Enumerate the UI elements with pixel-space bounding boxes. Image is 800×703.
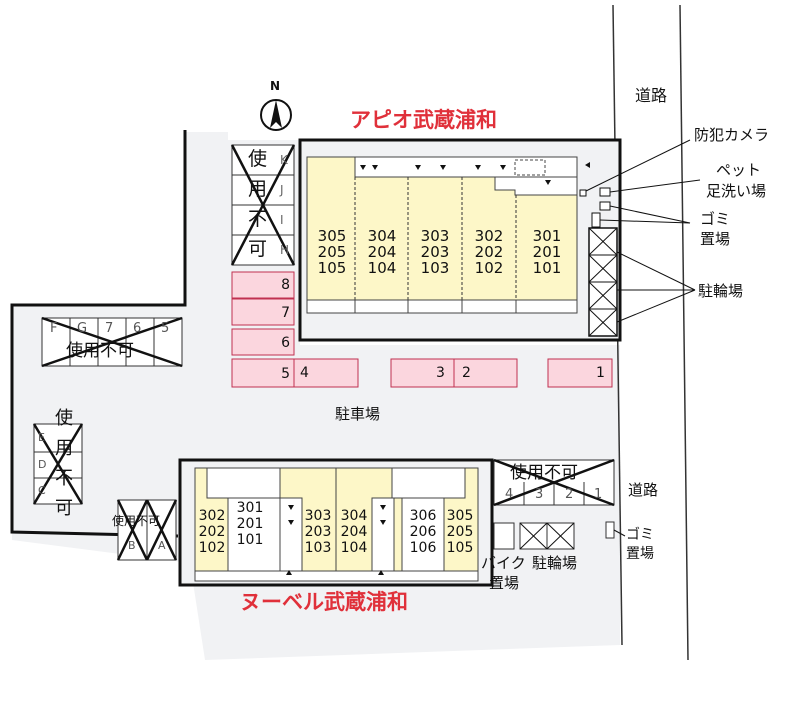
trash-marker-bottom bbox=[605, 521, 615, 539]
parking-space-6: 6 bbox=[281, 335, 290, 351]
leader-lines bbox=[585, 139, 701, 323]
parking-space-3: 3 bbox=[436, 365, 445, 381]
nouvelle-door-markers bbox=[286, 505, 386, 575]
unusable-small-letter-a: A bbox=[158, 539, 166, 552]
apio-stair bbox=[514, 159, 546, 176]
unusable-left-letter-f: F bbox=[50, 321, 58, 336]
road-edge-right bbox=[679, 4, 689, 661]
bicycle-label: 駐輪場 bbox=[698, 282, 744, 300]
pet-wash-label-1: ペット bbox=[716, 161, 762, 179]
unusable-left-row-text: 使用不可 bbox=[66, 341, 134, 361]
pet-wash-label-2: 足洗い場 bbox=[706, 182, 767, 200]
bicycle-rack-crosses bbox=[588, 227, 618, 337]
north-label: N bbox=[270, 79, 281, 93]
pet-wash-marker bbox=[599, 187, 611, 197]
unusable-col-char-2: 用 bbox=[55, 438, 73, 459]
crime-camera-label: 防犯カメラ bbox=[694, 126, 770, 144]
unusable-top-letter-i: I bbox=[280, 213, 284, 227]
apio-balcony-strip bbox=[306, 299, 578, 314]
unusable-top-letter-k: K bbox=[280, 153, 288, 167]
road-label-right: 道路 bbox=[628, 481, 659, 499]
parking-space-4: 4 bbox=[300, 365, 309, 381]
unusable-left-column bbox=[32, 423, 84, 505]
crime-camera-marker bbox=[579, 189, 587, 197]
unusable-top-char-3: 不 bbox=[248, 208, 268, 230]
unusable-column-top bbox=[230, 144, 296, 266]
unusable-col-char-4: 可 bbox=[55, 498, 73, 519]
unusable-right-num-3: 3 bbox=[535, 487, 544, 502]
unusable-col-letter-c: C bbox=[38, 484, 46, 497]
nouvelle-unit-lines bbox=[279, 468, 393, 571]
unusable-small-text: 使用不可 bbox=[112, 514, 161, 528]
parking-space-5: 5 bbox=[281, 366, 290, 382]
unusable-left-row bbox=[41, 316, 183, 368]
north-arrow-icon bbox=[260, 99, 292, 131]
unusable-small-letter-b: B bbox=[128, 539, 136, 552]
trash-label-2: 置場 bbox=[700, 230, 731, 248]
unusable-right-row bbox=[493, 458, 615, 507]
road-label-top: 道路 bbox=[635, 86, 668, 105]
trash-bottom-label-1: ゴミ bbox=[626, 527, 654, 543]
unusable-col-letter-e: E bbox=[38, 431, 45, 444]
trash-marker-2 bbox=[591, 212, 601, 228]
parking-label: 駐車場 bbox=[335, 405, 381, 423]
apio-door-markers bbox=[360, 162, 590, 185]
trash-marker-1 bbox=[599, 201, 611, 211]
unusable-top-char-1: 使 bbox=[248, 148, 268, 170]
unusable-right-num-1: 1 bbox=[594, 487, 603, 502]
unusable-top-letter-h: H bbox=[280, 243, 290, 257]
unusable-top-char-4: 可 bbox=[248, 238, 268, 260]
unusable-top-char-2: 用 bbox=[248, 178, 268, 200]
trash-leader-bottom bbox=[613, 529, 626, 537]
trash-bottom-label-2: 置場 bbox=[626, 546, 654, 562]
bike-parking-label-1: バイク bbox=[481, 554, 526, 572]
unusable-right-num-2: 2 bbox=[565, 487, 574, 502]
bicycle-bottom-label: 駐輪場 bbox=[532, 554, 578, 572]
apio-corridor bbox=[354, 156, 578, 178]
unusable-left-letter-6: 6 bbox=[133, 321, 142, 336]
unusable-left-letter-7: 7 bbox=[105, 321, 114, 336]
trash-label-1: ゴミ bbox=[700, 210, 731, 228]
bike-parking-box bbox=[493, 522, 515, 550]
nouvelle-balcony-strip bbox=[194, 570, 479, 582]
parking-space-2: 2 bbox=[462, 365, 471, 381]
apio-balcony-dividers bbox=[354, 300, 517, 313]
apio-unit-dividers bbox=[354, 177, 517, 300]
bike-parking-label-2: 置場 bbox=[489, 574, 520, 592]
unusable-col-char-1: 使 bbox=[55, 408, 73, 429]
unusable-left-letter-5: 5 bbox=[161, 321, 170, 336]
unusable-left-letter-g: G bbox=[77, 321, 88, 336]
parking-column bbox=[231, 271, 613, 388]
bicycle-racks-bottom bbox=[519, 522, 575, 550]
parking-space-8: 8 bbox=[281, 277, 290, 293]
unusable-col-char-3: 不 bbox=[55, 468, 73, 489]
parking-space-1: 1 bbox=[596, 365, 605, 381]
site-boundary bbox=[10, 130, 187, 538]
apio-building-name: アピオ武蔵浦和 bbox=[350, 108, 497, 132]
unusable-small-pair bbox=[116, 499, 178, 561]
parking-space-7: 7 bbox=[281, 305, 290, 321]
nouvelle-corridors bbox=[206, 467, 466, 572]
unusable-col-letter-d: D bbox=[38, 458, 47, 471]
unusable-right-num-4: 4 bbox=[505, 487, 514, 502]
unusable-right-text: 使用不可 bbox=[510, 463, 578, 483]
unusable-top-letter-j: J bbox=[280, 183, 284, 197]
nouvelle-building-name: ヌーベル武蔵浦和 bbox=[240, 590, 408, 614]
apio-corridor-step bbox=[494, 176, 578, 196]
